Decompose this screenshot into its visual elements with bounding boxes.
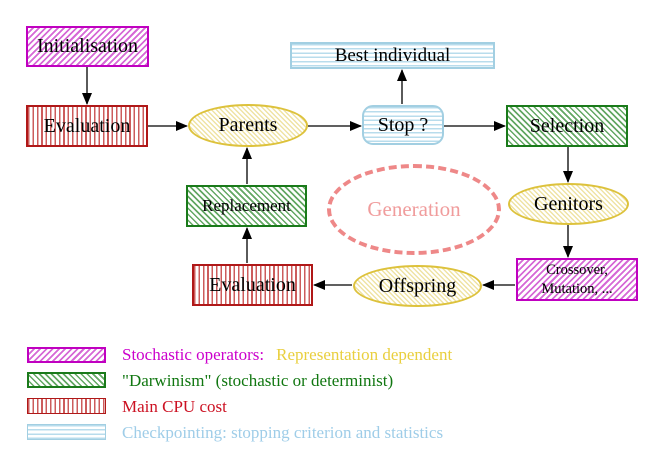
node-replacement: Replacement	[186, 185, 307, 227]
legend-label-checkpointing: Checkpointing: stopping criterion and st…	[122, 423, 444, 442]
legend-swatch-darwinism	[27, 372, 106, 388]
legend-swatch-checkpointing	[27, 424, 106, 440]
legend-label-main-cpu-cost: Main CPU cost	[122, 397, 227, 416]
legend-label-stochastic-operators: Stochastic operators: Representation depe…	[122, 345, 452, 365]
node-best-individual: Best individual	[290, 42, 495, 69]
crossover-label-line1: Crossover,	[546, 262, 608, 279]
node-parents: Parents	[188, 104, 308, 147]
node-evaluation-top: Evaluation	[26, 105, 148, 147]
generation-loop-ellipse: Generation	[327, 164, 501, 255]
node-offspring: Offspring	[353, 265, 482, 307]
legend-swatch-stochastic-operators	[27, 347, 106, 363]
node-crossover-mutation: Crossover, Mutation, ...	[516, 258, 638, 301]
node-stop-test: Stop ?	[362, 105, 444, 145]
legend-swatch-main-cpu-cost	[27, 398, 106, 414]
legend-label-representation-dependent: Representation dependent	[276, 345, 453, 364]
legend-label-darwinism: "Darwinism" (stochastic or determinist)	[122, 371, 394, 390]
node-selection: Selection	[506, 105, 628, 147]
node-evaluation-bottom: Evaluation	[192, 264, 313, 306]
node-genitors: Genitors	[508, 183, 629, 225]
legend-label-stochastic-operators-text: Stochastic operators:	[122, 345, 265, 364]
crossover-label-line2: Mutation, ...	[541, 280, 613, 297]
node-initialisation: Initialisation	[26, 26, 149, 67]
